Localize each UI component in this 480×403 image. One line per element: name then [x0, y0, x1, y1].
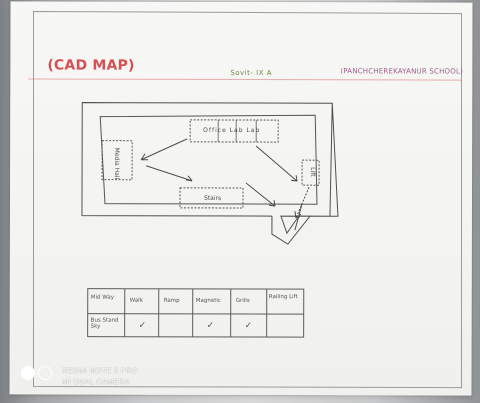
flow-arrow-2: [145, 165, 193, 182]
table-header-3: Ramp: [163, 297, 180, 304]
grills-check: ✓: [244, 321, 253, 332]
camera-watermark: REDMI NOTE 5 PRO MI DUAL CAMERA: [21, 364, 181, 388]
flow-arrow-2-head: [185, 175, 193, 182]
flow-arrow-3: [255, 145, 298, 182]
table-row-divider: [87, 313, 304, 315]
flow-arrow-1-head: [140, 153, 149, 161]
flow-arrow-6: [294, 204, 303, 231]
table-row-label: Bus Stand Sky: [90, 317, 119, 330]
sheet-title: (CAD MAP): [47, 57, 135, 74]
table-header-4: Magnetic: [195, 297, 221, 304]
class-label: Sovit- IX A: [230, 68, 273, 78]
top-room-label: Office Lab Lab: [203, 126, 261, 135]
camera-logo-dot-filled: [21, 366, 35, 380]
right-room-label: Lift: [309, 167, 317, 177]
flow-arrow-4-head: [268, 200, 276, 207]
school-name: (PANCHCHEREKAYANUR SCHOOL): [340, 67, 464, 76]
watermark-camera: MI DUAL CAMERA: [62, 377, 130, 386]
flow-arrow-3-head: [290, 175, 298, 182]
diagram-drawing: [32, 10, 463, 389]
paper-sheet: (CAD MAP) Sovit- IX A (PANCHCHEREKAYANUR…: [9, 1, 473, 396]
magnetic-check: ✓: [206, 320, 215, 331]
flow-arrow-1: [140, 138, 188, 161]
left-room-box: [101, 140, 133, 181]
flow-arrow-5: [295, 186, 310, 219]
entrance-arrow-shape: [271, 215, 311, 245]
flow-arrow-4: [245, 182, 276, 207]
top-room-box: [189, 119, 279, 143]
table-header-6: Railing Lift: [268, 294, 298, 301]
left-room-label: Media Hall: [113, 147, 121, 180]
bottom-room-box: [179, 187, 244, 209]
inner-corridor: [99, 114, 318, 205]
table-header-5: Grills: [235, 297, 250, 305]
bottom-room-label: Stairs: [203, 194, 222, 202]
watermark-model: REDMI NOTE 5 PRO: [62, 366, 138, 375]
access-table: [87, 288, 305, 338]
camera-logo-dot-outline: [38, 366, 52, 380]
page-frame: [32, 10, 463, 389]
walk-check: ✓: [138, 320, 147, 331]
right-room-box: [301, 159, 320, 186]
table-header-1: Mid Way: [90, 294, 114, 301]
table-header-2: Walk: [129, 297, 143, 304]
